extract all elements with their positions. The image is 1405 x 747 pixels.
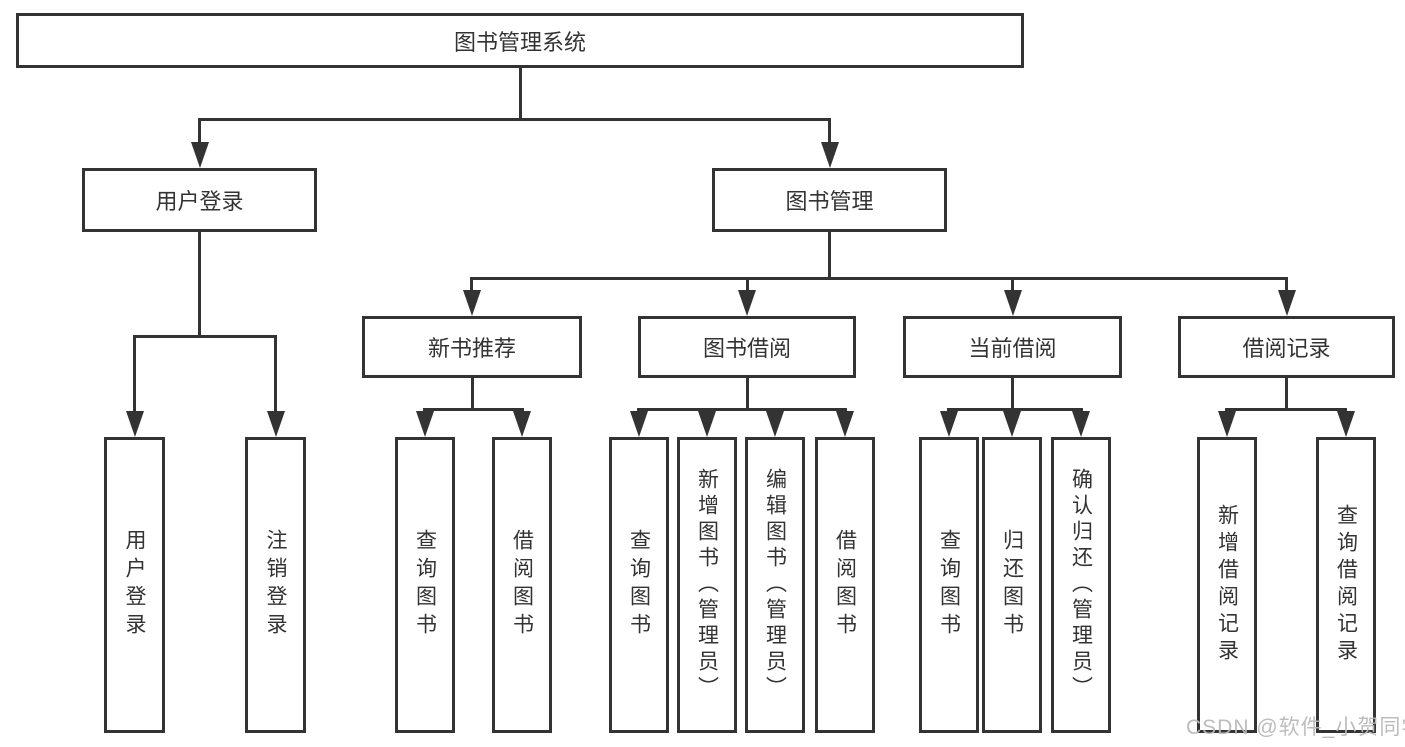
connector-currentborrow-vline bbox=[1011, 378, 1014, 411]
arrow-down-leaf-confirm-return bbox=[1072, 411, 1090, 437]
connector-newbook-hline bbox=[423, 408, 524, 411]
connector-bookmgmt-vline bbox=[828, 232, 831, 280]
node-label: 新书推荐 bbox=[427, 336, 516, 361]
arrow-down-book-borrow bbox=[738, 290, 756, 316]
connector-stub-user-login bbox=[198, 118, 201, 146]
leaf-borrow-books-2: 借阅图书 bbox=[815, 437, 875, 733]
leaf-label: 新增图书（管理员） bbox=[695, 468, 719, 702]
leaf-return-books: 归还图书 bbox=[982, 437, 1042, 733]
arrow-down-leaf-edit-books bbox=[766, 411, 784, 437]
node-library-management-system: 图书管理系统 bbox=[16, 13, 1024, 68]
leaf-label: 查询借阅记录 bbox=[1334, 504, 1358, 666]
csdn-watermark: CSDN @软件_小贺同学 bbox=[1186, 716, 1405, 739]
node-label: 图书借阅 bbox=[702, 336, 791, 361]
leaf-edit-books-admin: 编辑图书（管理员） bbox=[745, 437, 805, 733]
leaf-label: 借阅图书 bbox=[833, 529, 857, 641]
leaf-label: 查询图书 bbox=[413, 529, 437, 641]
node-user-login: 用户登录 bbox=[82, 168, 317, 232]
leaf-confirm-return-admin: 确认归还（管理员） bbox=[1051, 437, 1111, 733]
connector-borrowrecords-vline bbox=[1285, 378, 1288, 411]
leaf-query-books-2: 查询图书 bbox=[609, 437, 669, 733]
arrow-down-leaf-query-books-3 bbox=[940, 411, 958, 437]
arrow-down-current-borrow bbox=[1003, 290, 1022, 316]
leaf-label: 查询图书 bbox=[937, 529, 961, 641]
arrow-down-borrow-records bbox=[1277, 290, 1296, 316]
node-book-borrow: 图书借阅 bbox=[638, 316, 856, 378]
connector-stub-book-borrow bbox=[745, 277, 749, 293]
arrow-down-leaf-borrow-books-2 bbox=[836, 411, 854, 437]
arrow-down-leaf-add-record bbox=[1218, 411, 1236, 437]
arrow-down-leaf-query-books-1 bbox=[416, 411, 434, 437]
leaf-label: 借阅图书 bbox=[510, 529, 534, 641]
leaf-borrow-books-1: 借阅图书 bbox=[492, 437, 552, 733]
connector-bookborrow-hline bbox=[637, 408, 847, 411]
connector-newbook-vline bbox=[470, 378, 474, 411]
arrow-down-leaf-login bbox=[125, 411, 144, 437]
arrow-down-leaf-borrow-books-1 bbox=[513, 411, 531, 437]
leaf-label: 查询图书 bbox=[627, 529, 651, 641]
leaf-label: 归还图书 bbox=[1000, 529, 1024, 641]
connector-stub-current-borrow bbox=[1011, 277, 1014, 293]
connector-borrowrecords-hline bbox=[1225, 408, 1347, 411]
leaf-label: 编辑图书（管理员） bbox=[763, 468, 787, 702]
leaf-logout: 注销登录 bbox=[245, 437, 306, 733]
leaf-add-books-admin: 新增图书（管理员） bbox=[677, 437, 737, 733]
leaf-query-borrow-record: 查询借阅记录 bbox=[1316, 437, 1376, 733]
connector-bookborrow-vline bbox=[745, 378, 749, 411]
arrow-down-book-management bbox=[820, 142, 839, 168]
node-label: 借阅记录 bbox=[1242, 336, 1331, 361]
connector-userlogin-hline bbox=[133, 335, 277, 338]
leaf-label: 确认归还（管理员） bbox=[1069, 468, 1093, 702]
connector-root-hline bbox=[198, 118, 831, 121]
leaf-label: 用户登录 bbox=[123, 529, 146, 641]
leaf-query-books-3: 查询图书 bbox=[919, 437, 979, 733]
node-borrow-records: 借阅记录 bbox=[1178, 316, 1395, 378]
leaf-query-books-1: 查询图书 bbox=[395, 437, 455, 733]
node-label: 用户登录 bbox=[155, 189, 244, 214]
arrow-down-leaf-query-record bbox=[1337, 411, 1355, 437]
leaf-user-login: 用户登录 bbox=[104, 437, 165, 733]
arrow-down-user-login bbox=[190, 142, 209, 168]
node-current-borrow: 当前借阅 bbox=[903, 316, 1122, 378]
connector-stub-new-book bbox=[470, 277, 473, 293]
leaf-label: 新增借阅记录 bbox=[1215, 504, 1239, 666]
connector-stub-leaf-logout bbox=[274, 335, 277, 413]
connector-userlogin-vline bbox=[198, 232, 201, 338]
node-label: 当前借阅 bbox=[968, 336, 1057, 361]
connector-stub-leaf-login bbox=[133, 335, 136, 413]
connector-bookmgmt-hline bbox=[470, 277, 1288, 280]
connector-stub-book-management bbox=[828, 118, 831, 146]
node-label: 图书管理 bbox=[785, 189, 874, 214]
node-label: 图书管理系统 bbox=[453, 29, 586, 55]
arrow-down-leaf-add-books bbox=[698, 411, 716, 437]
connector-stub-borrow-records bbox=[1285, 277, 1288, 293]
arrow-down-new-book bbox=[462, 290, 481, 316]
leaf-add-borrow-record: 新增借阅记录 bbox=[1197, 437, 1257, 733]
arrow-down-leaf-return-books bbox=[1003, 411, 1021, 437]
arrow-down-leaf-query-books-2 bbox=[630, 411, 648, 437]
connector-root-vline bbox=[519, 68, 522, 121]
connector-currentborrow-hline bbox=[947, 408, 1083, 411]
node-book-management: 图书管理 bbox=[712, 168, 947, 232]
node-new-book-recommend: 新书推荐 bbox=[362, 316, 582, 378]
arrow-down-leaf-logout bbox=[266, 411, 285, 437]
leaf-label: 注销登录 bbox=[264, 529, 287, 641]
